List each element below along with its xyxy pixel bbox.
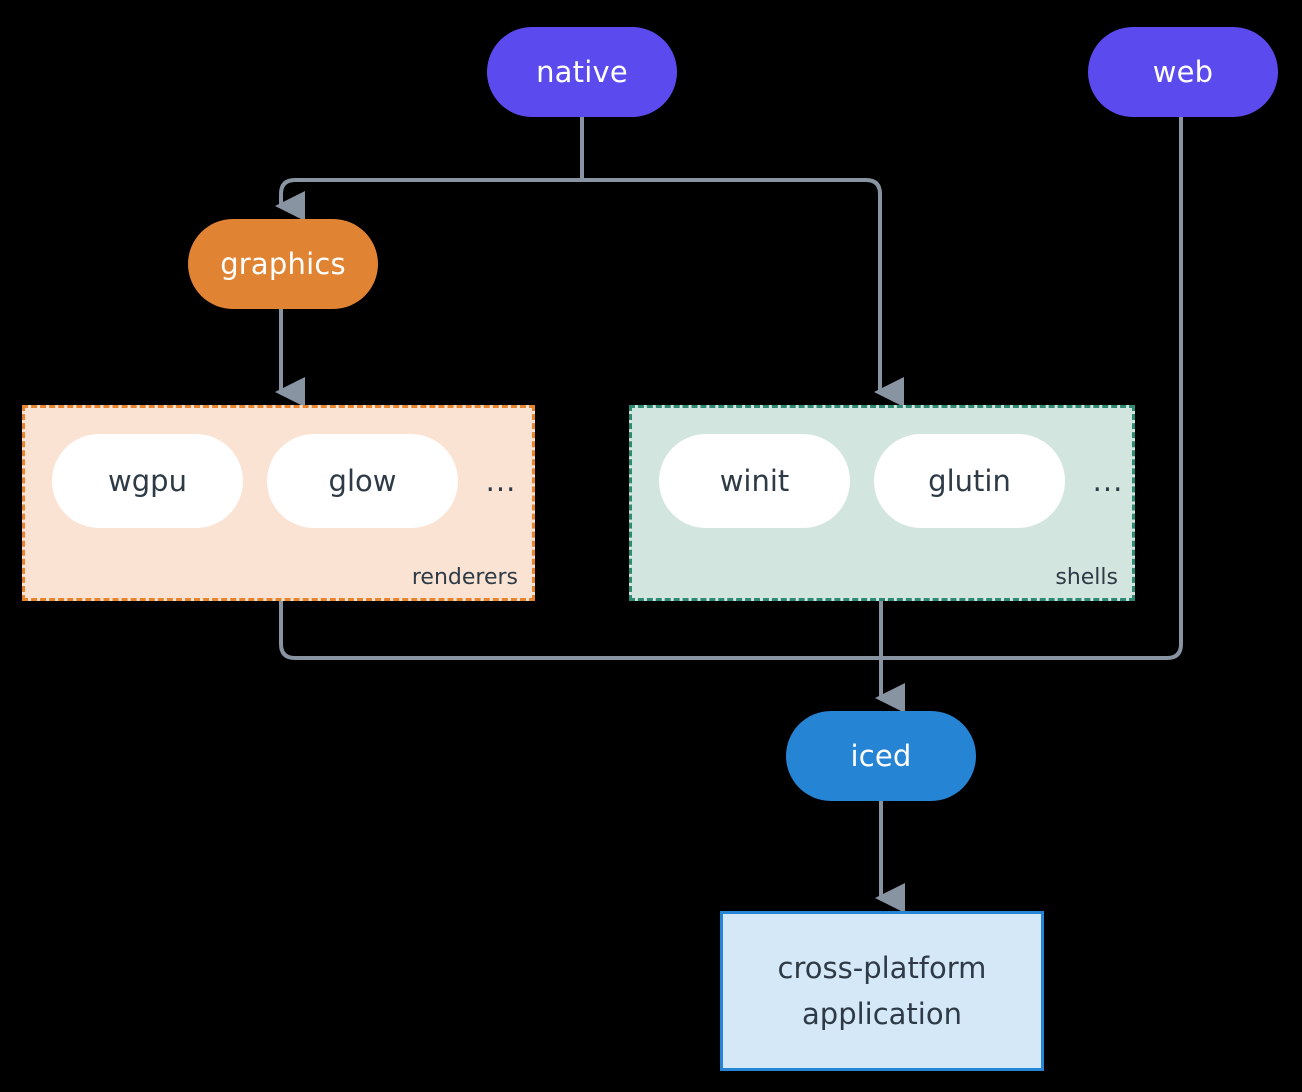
group-renderers: wgpu glow ... renderers (22, 405, 535, 601)
node-web[interactable]: web (1088, 27, 1278, 117)
chip-glutin[interactable]: glutin (874, 434, 1065, 528)
group-shells: winit glutin ... shells (629, 405, 1135, 601)
node-graphics[interactable]: graphics (188, 219, 378, 309)
group-renderers-label: renderers (411, 565, 518, 590)
node-iced-label: iced (850, 739, 912, 773)
chip-wgpu[interactable]: wgpu (52, 434, 243, 528)
chip-glutin-label: glutin (928, 464, 1011, 498)
node-iced[interactable]: iced (786, 711, 976, 801)
chip-winit[interactable]: winit (659, 434, 850, 528)
shells-more-ellipsis: ... (1092, 464, 1124, 498)
edge-native-to-graphics (275, 178, 584, 221)
application-label-line2: application (802, 997, 962, 1031)
edge-web-to-iced (879, 115, 1183, 660)
chip-glow[interactable]: glow (267, 434, 458, 528)
node-native[interactable]: native (487, 27, 677, 117)
renderers-more-ellipsis: ... (485, 464, 517, 498)
node-web-label: web (1152, 55, 1214, 89)
chip-wgpu-label: wgpu (108, 464, 187, 498)
node-graphics-label: graphics (220, 247, 346, 281)
node-native-label: native (536, 55, 628, 89)
edge-native-to-shells (580, 178, 904, 407)
application-label-line1: cross-platform (777, 950, 987, 985)
group-shells-label: shells (1055, 565, 1118, 590)
chip-winit-label: winit (719, 464, 790, 498)
chip-glow-label: glow (328, 464, 397, 498)
node-cross-platform-application[interactable]: cross-platform application (720, 911, 1044, 1071)
edge-renderers-to-iced (279, 599, 883, 660)
